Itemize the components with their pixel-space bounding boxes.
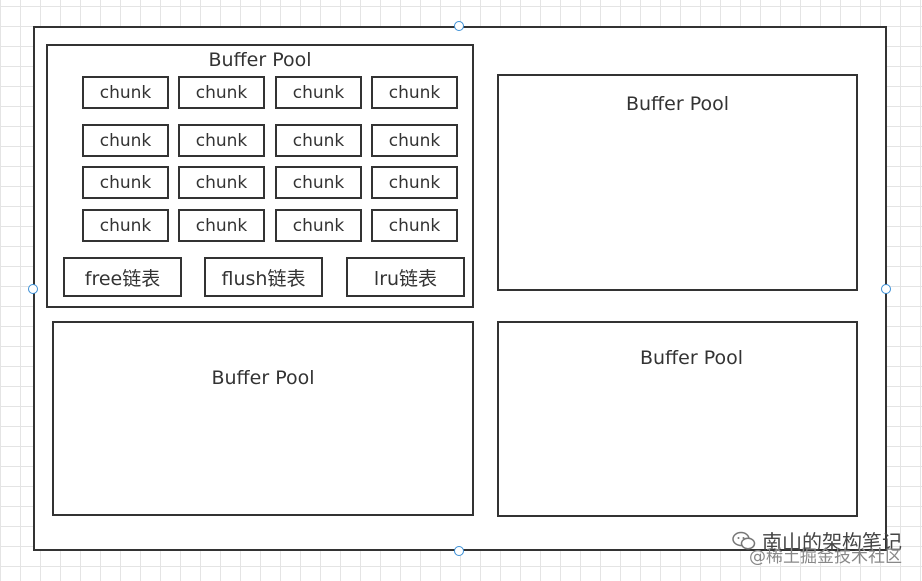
chunk[interactable]: chunk [371,124,458,157]
resize-handle-right[interactable] [881,284,891,294]
resize-handle-top[interactable] [454,21,464,31]
chunk[interactable]: chunk [275,166,362,199]
chunk[interactable]: chunk [371,76,458,109]
chunk[interactable]: chunk [82,209,169,242]
buffer-pool-3[interactable]: Buffer Pool [52,321,474,516]
watermark-author: 南山的架构笔记 [732,526,902,555]
wechat-icon [732,531,756,551]
buffer-pool-2[interactable]: Buffer Pool [497,74,858,291]
watermark-line1: 南山的架构笔记 [762,530,902,554]
buffer-pool-3-title: Buffer Pool [211,367,315,389]
chunk[interactable]: chunk [82,124,169,157]
chunk[interactable]: chunk [275,209,362,242]
chunk[interactable]: chunk [178,209,265,242]
resize-handle-bottom[interactable] [454,546,464,556]
buffer-pool-4-title: Buffer Pool [639,347,743,369]
chunk[interactable]: chunk [371,166,458,199]
chunk[interactable]: chunk [275,76,362,109]
chunk[interactable]: chunk [178,124,265,157]
chunk[interactable]: chunk [178,166,265,199]
chunk[interactable]: chunk [82,76,169,109]
buffer-pool-1-title: Buffer Pool [208,49,312,71]
watermark-line2: @稀土掘金技术社区 [749,547,902,567]
chunk[interactable]: chunk [275,124,362,157]
flush-list[interactable]: flush链表 [204,257,323,297]
lru-list[interactable]: lru链表 [346,257,465,297]
chunk[interactable]: chunk [371,209,458,242]
chunk[interactable]: chunk [178,76,265,109]
free-list[interactable]: free链表 [63,257,182,297]
watermark-source: @稀土掘金技术社区 [749,542,902,567]
buffer-pool-4[interactable]: Buffer Pool [497,321,858,517]
buffer-pool-2-title: Buffer Pool [625,93,729,115]
chunk[interactable]: chunk [82,166,169,199]
resize-handle-left[interactable] [28,284,38,294]
buffer-pool-1[interactable]: Buffer Pool chunk chunk chunk chunk chun… [46,44,474,308]
